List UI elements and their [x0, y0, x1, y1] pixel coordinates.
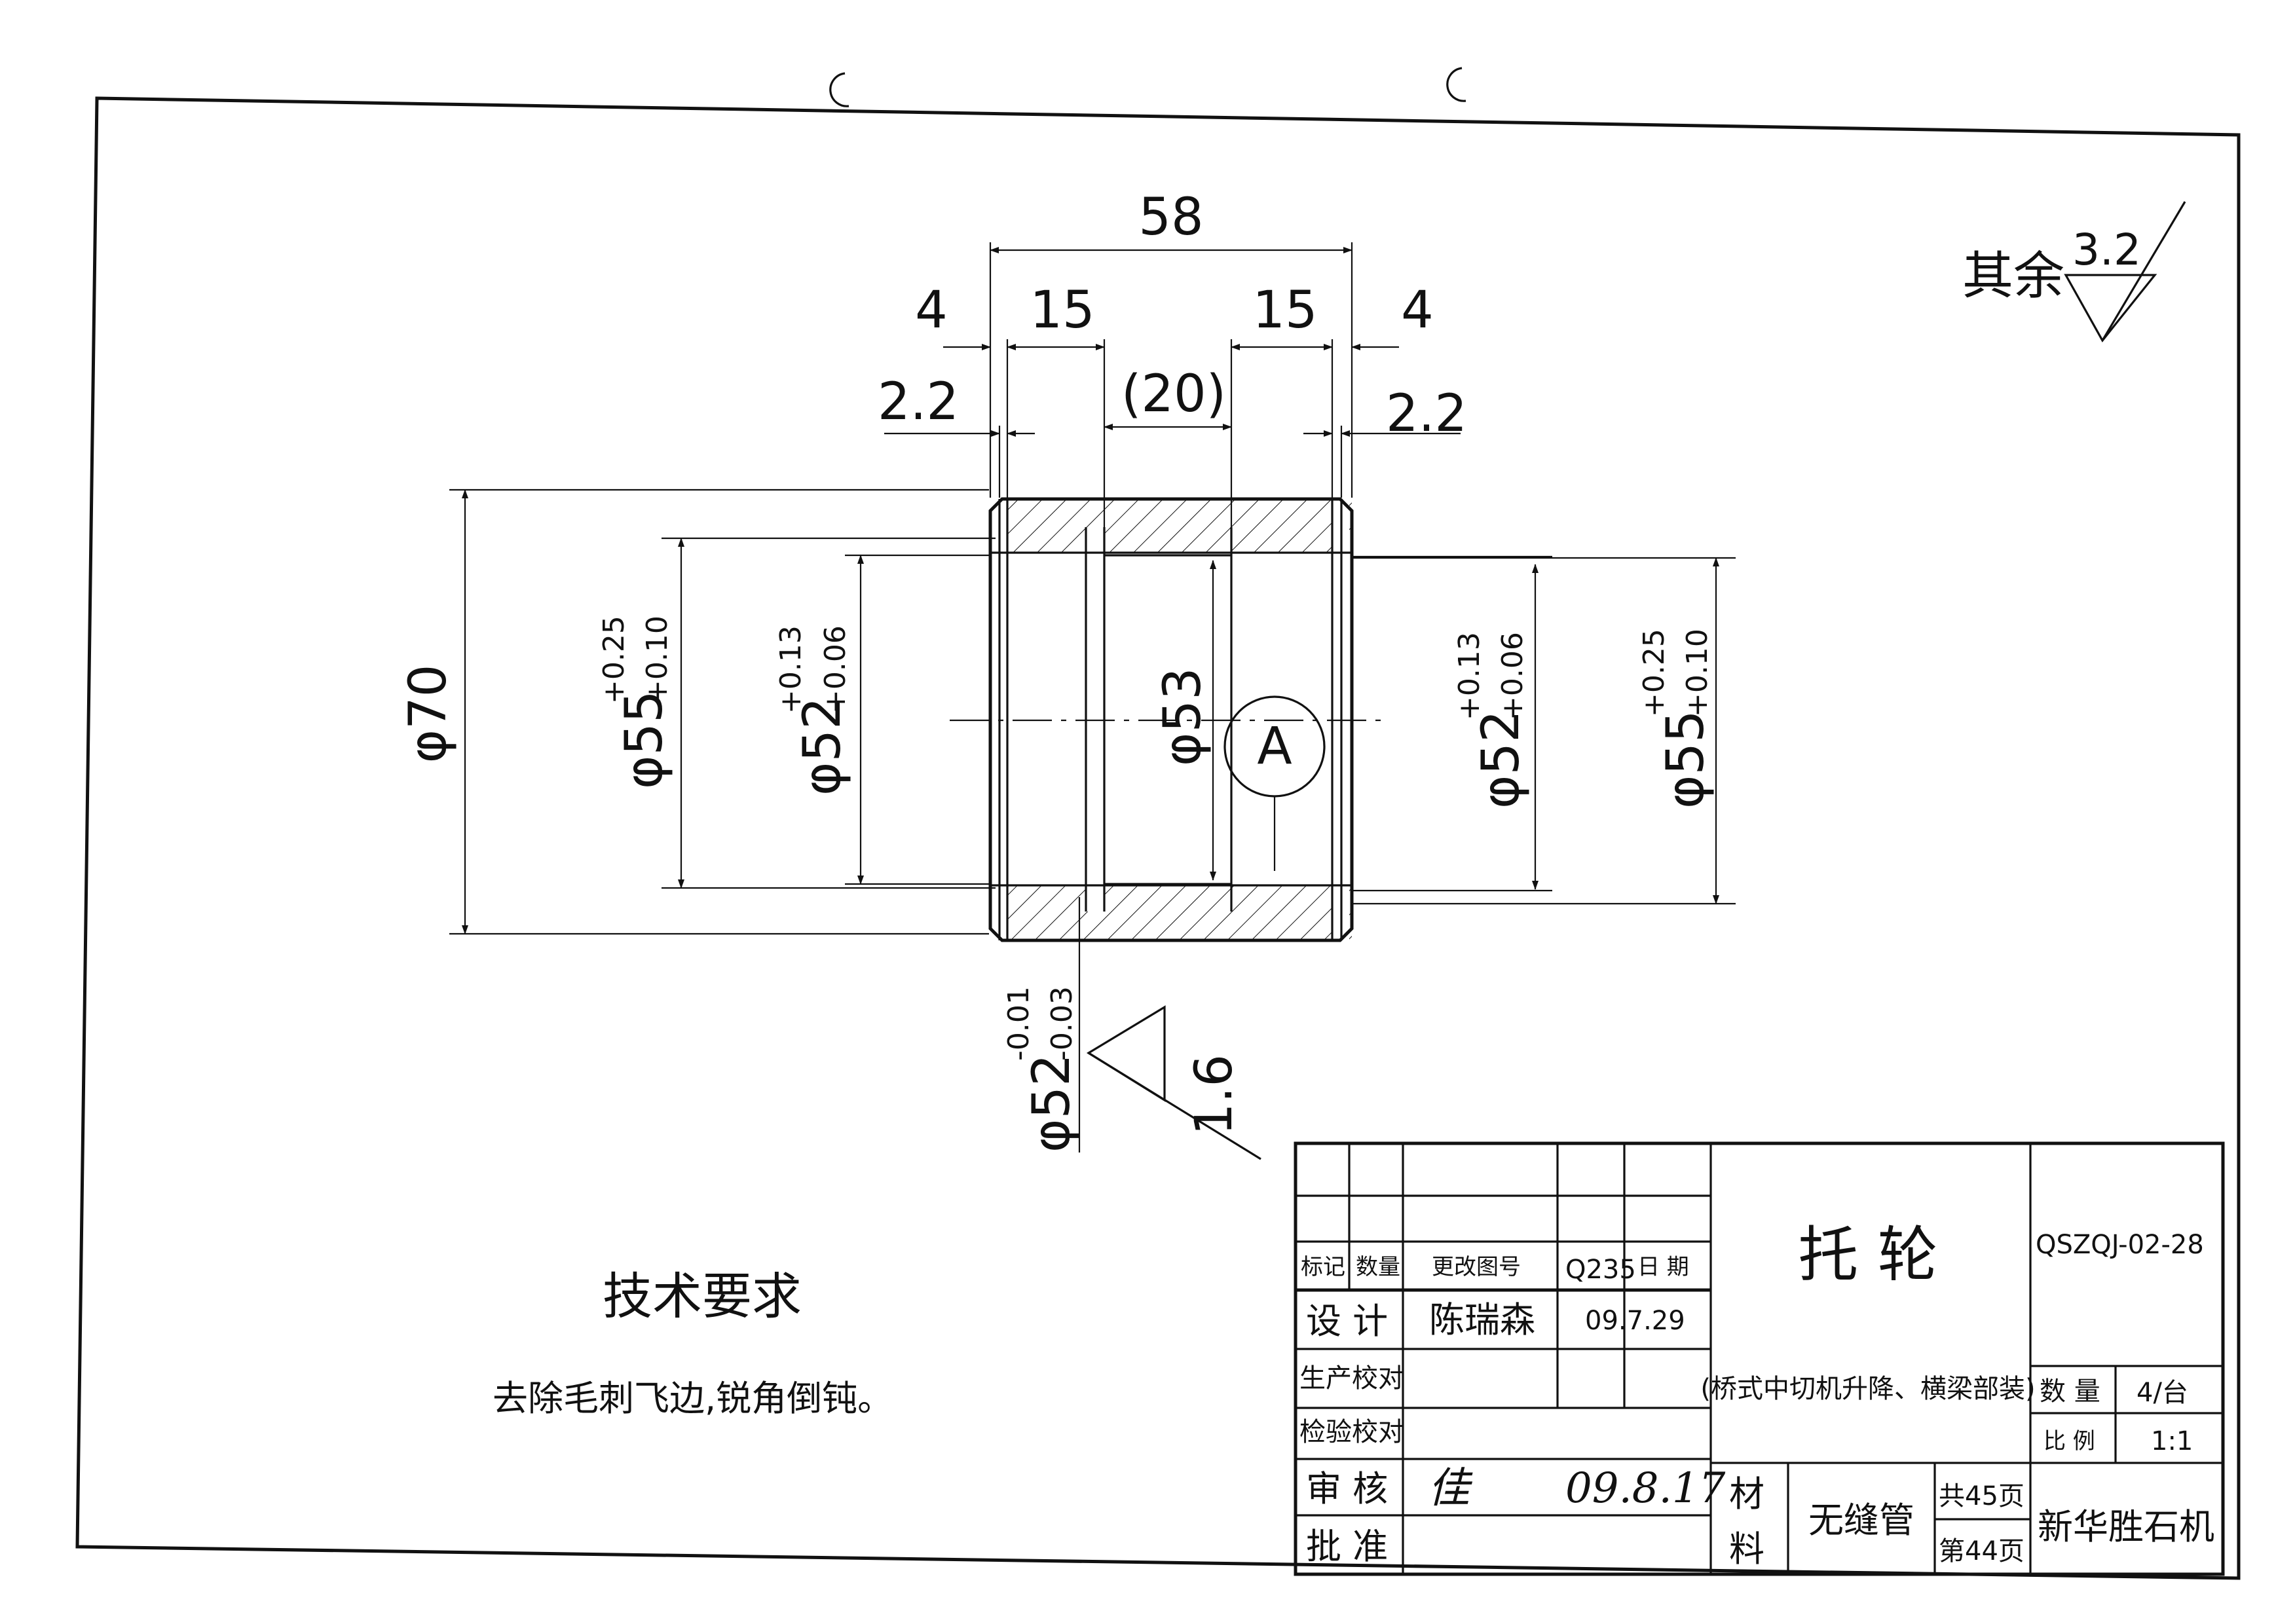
dim-right-phi52: φ52 [1472, 710, 1531, 809]
dim-bottom-phi52-tol-upper: -0.01 [1002, 986, 1036, 1061]
dim-left-phi52-tol-lower: +0.06 [819, 625, 852, 714]
technical-requirements: 技术要求 去除毛刺飞边,锐角倒钝。 [493, 1267, 893, 1419]
dim-right-2-2: 2.2 [1386, 384, 1467, 443]
tb-material-label-1: 材 [1729, 1473, 1764, 1515]
tb-qty-label: 数量 [1356, 1254, 1400, 1280]
tb-design-label: 设 计 [1306, 1301, 1388, 1342]
dim-right-phi55: φ55 [1656, 710, 1715, 809]
dim-left-phi55: φ55 [615, 690, 674, 789]
tech-req-title: 技术要求 [603, 1267, 802, 1325]
dim-left-2-2: 2.2 [878, 373, 959, 432]
tb-total-pages: 共45页 [1939, 1481, 2024, 1511]
svg-text:A: A [1257, 717, 1292, 776]
dim-left-phi52-tol-upper: +0.13 [774, 625, 808, 714]
svg-text:1.6: 1.6 [1185, 1054, 1244, 1135]
diameter-dimensions: φ70 φ55 +0.25 +0.10 φ52 +0.13 +0.06 φ53 … [399, 489, 1736, 1153]
part-section [950, 497, 1382, 942]
dim-right-phi52-tol-upper: +0.13 [1453, 632, 1486, 720]
tb-part-name: 托 轮 [1798, 1220, 1937, 1290]
tb-designer: 陈瑞森 [1429, 1299, 1535, 1340]
tb-assembly: (桥式中切机升降、横梁部装) [1700, 1374, 2035, 1404]
dim-center-20: (20) [1121, 365, 1226, 424]
tb-mark-label: 标记 [1301, 1254, 1345, 1280]
tb-quantity-label: 数 量 [2040, 1376, 2100, 1407]
title-block: 标记 数量 更改图号 Q235 日 期 设 计 陈瑞森 09.7.29 生产校对… [1294, 1141, 2225, 1576]
tb-quantity: 4/台 [2136, 1378, 2188, 1408]
tb-change-label: 更改图号 [1432, 1254, 1521, 1280]
dim-bottom-phi52: φ52 [1022, 1054, 1081, 1153]
tb-scale: 1:1 [2151, 1426, 2193, 1456]
tb-review-label: 审 核 [1306, 1468, 1388, 1509]
dim-right-15: 15 [1252, 281, 1317, 340]
tb-page-no: 第44页 [1939, 1536, 2024, 1566]
drawing-frame [75, 96, 2241, 1580]
dim-58: 58 [1138, 188, 1203, 247]
punch-mark-right [1446, 67, 1466, 102]
roughness-general-prefix: 其余 [1962, 247, 2064, 306]
roughness-local: 1.6 [1086, 1005, 1261, 1160]
roughness-general: 其余 3.2 [1962, 201, 2186, 342]
dim-left-phi55-tol-lower: +0.10 [641, 616, 674, 704]
dim-left-phi55-tol-upper: +0.25 [597, 616, 631, 704]
dim-right-phi55-tol-upper: +0.25 [1637, 629, 1671, 717]
tb-production-check-label: 生产校对 [1299, 1363, 1404, 1393]
datum-a: A [1223, 695, 1326, 871]
part-outline [988, 497, 1354, 942]
tech-req-text: 去除毛刺飞边,锐角倒钝。 [493, 1378, 893, 1419]
dim-bottom-phi52-tol-lower: -0.03 [1045, 986, 1079, 1061]
tb-inspection-check-label: 检验校对 [1299, 1417, 1404, 1447]
roughness-general-value: 3.2 [2072, 225, 2141, 275]
tb-drawing-no: QSZQJ-02-28 [2036, 1230, 2204, 1260]
dim-right-phi55-tol-lower: +0.10 [1681, 629, 1714, 717]
tb-design-date: 09.7.29 [1585, 1306, 1685, 1336]
tb-material-code: Q235 [1565, 1255, 1636, 1285]
dim-left-4: 4 [915, 281, 948, 340]
tb-approve-label: 批 准 [1306, 1526, 1388, 1567]
dim-phi70: φ70 [399, 665, 458, 764]
top-wall-hatch [990, 499, 1352, 553]
dim-left-15: 15 [1030, 281, 1094, 340]
tb-review-signature: 佳 [1428, 1464, 1473, 1513]
tb-date-label: 日 期 [1637, 1254, 1689, 1280]
dim-right-4: 4 [1401, 281, 1434, 340]
dim-phi53: φ53 [1153, 667, 1212, 766]
dim-left-phi52: φ52 [793, 697, 852, 796]
tb-scale-label: 比 例 [2043, 1428, 2095, 1454]
punch-mark-left [829, 72, 849, 107]
dim-right-phi52-tol-lower: +0.06 [1496, 632, 1529, 720]
bottom-wall-hatch [990, 885, 1352, 940]
tb-material-label-2: 料 [1729, 1528, 1764, 1570]
horizontal-dimensions: 58 4 15 15 4 (20) 2.2 2.2 [878, 188, 1467, 527]
tb-review-date: 09.8.17 [1565, 1464, 1726, 1513]
tb-company: 新华胜石机 [2038, 1506, 2214, 1547]
tb-material: 无缝管 [1808, 1500, 1914, 1541]
